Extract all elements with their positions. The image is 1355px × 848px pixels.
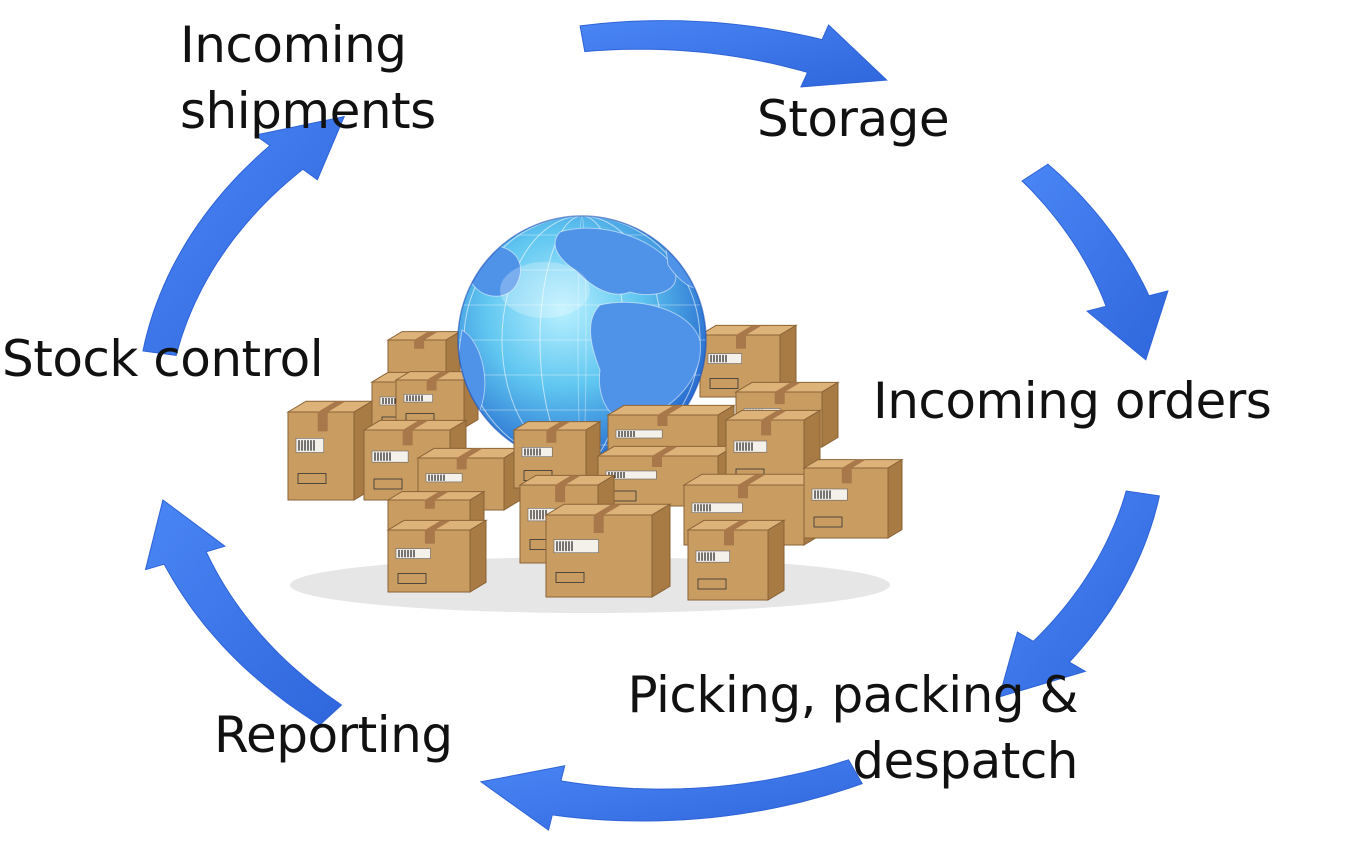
arrow-to-reporting <box>479 759 863 831</box>
cycle-arrows <box>142 20 1169 831</box>
stage-stock-control-label: Stock control <box>2 330 324 388</box>
stage-incoming-shipments-line1: Incoming <box>180 16 407 74</box>
stage-incoming-orders-label: Incoming orders <box>873 372 1272 430</box>
stage-incoming-shipments-line2: shipments <box>180 82 436 140</box>
arrow-to-incoming-orders <box>1021 163 1169 361</box>
cardboard-box-icon <box>802 458 904 539</box>
cardboard-box-icon <box>544 503 672 598</box>
cardboard-box-icon <box>386 519 488 593</box>
arrow-to-incoming-shipments <box>142 115 346 356</box>
stage-picking-line1: Picking, packing & <box>627 666 1078 724</box>
cardboard-box-icon <box>698 324 798 398</box>
arrow-to-stock-control <box>144 499 343 726</box>
cardboard-box-icon <box>686 519 786 601</box>
stage-picking-packing-despatch: Picking, packing & despatch <box>600 662 1078 794</box>
stage-reporting-label: Reporting <box>214 706 453 764</box>
stage-storage-label: Storage <box>757 90 950 148</box>
stage-incoming-orders: Incoming orders <box>873 368 1272 434</box>
arrow-to-storage <box>579 20 888 88</box>
boxes-front-group <box>362 404 904 601</box>
stage-storage: Storage <box>757 86 950 152</box>
stage-incoming-shipments: Incoming shipments <box>180 12 436 144</box>
stage-stock-control: Stock control <box>2 326 324 392</box>
cardboard-box-icon <box>286 400 374 501</box>
arrow-to-picking <box>998 490 1161 698</box>
globe-with-boxes-image <box>286 215 904 613</box>
stage-picking-line2: despatch <box>852 732 1078 790</box>
stage-reporting: Reporting <box>214 702 453 768</box>
